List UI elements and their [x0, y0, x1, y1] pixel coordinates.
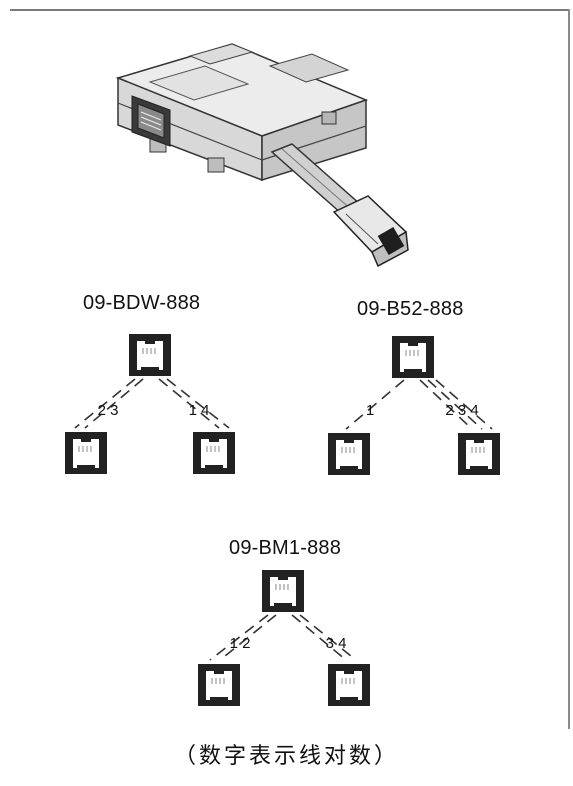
pair-numbers-left-b52: 1 — [366, 402, 374, 419]
jack-top-bdw — [128, 333, 172, 377]
frame-border-top — [10, 9, 570, 11]
adapter-illustration — [115, 43, 409, 268]
jack-right-b52 — [457, 432, 501, 476]
jack-right-bm1 — [327, 663, 371, 707]
jack-left-bm1 — [197, 663, 241, 707]
caption-note: （数字表示线对数） — [173, 744, 399, 769]
model-label-bdw: 09-BDW-888 — [83, 292, 201, 314]
jack-left-bdw — [64, 431, 108, 475]
diagram-bdw: 2 3 1 4 — [64, 333, 236, 475]
jack-left-b52 — [327, 432, 371, 476]
pair-numbers-left-bdw: 2 3 — [98, 402, 119, 419]
model-label-bm1: 09-BM1-888 — [229, 537, 342, 559]
jack-right-bdw — [192, 431, 236, 475]
model-label-b52: 09-B52-888 — [357, 298, 464, 320]
frame-border-right — [568, 9, 570, 729]
diagram-bm1: 1 2 3 4 — [197, 569, 371, 707]
pair-numbers-left-bm1: 1 2 — [230, 635, 251, 652]
jack-top-b52 — [391, 335, 435, 379]
diagram-b52: 1 2 3 4 — [327, 335, 501, 476]
pair-numbers-right-b52: 2 3 4 — [445, 402, 478, 419]
jack-top-bm1 — [261, 569, 305, 613]
pair-numbers-right-bm1: 3 4 — [326, 635, 347, 652]
pair-numbers-right-bdw: 1 4 — [189, 402, 210, 419]
